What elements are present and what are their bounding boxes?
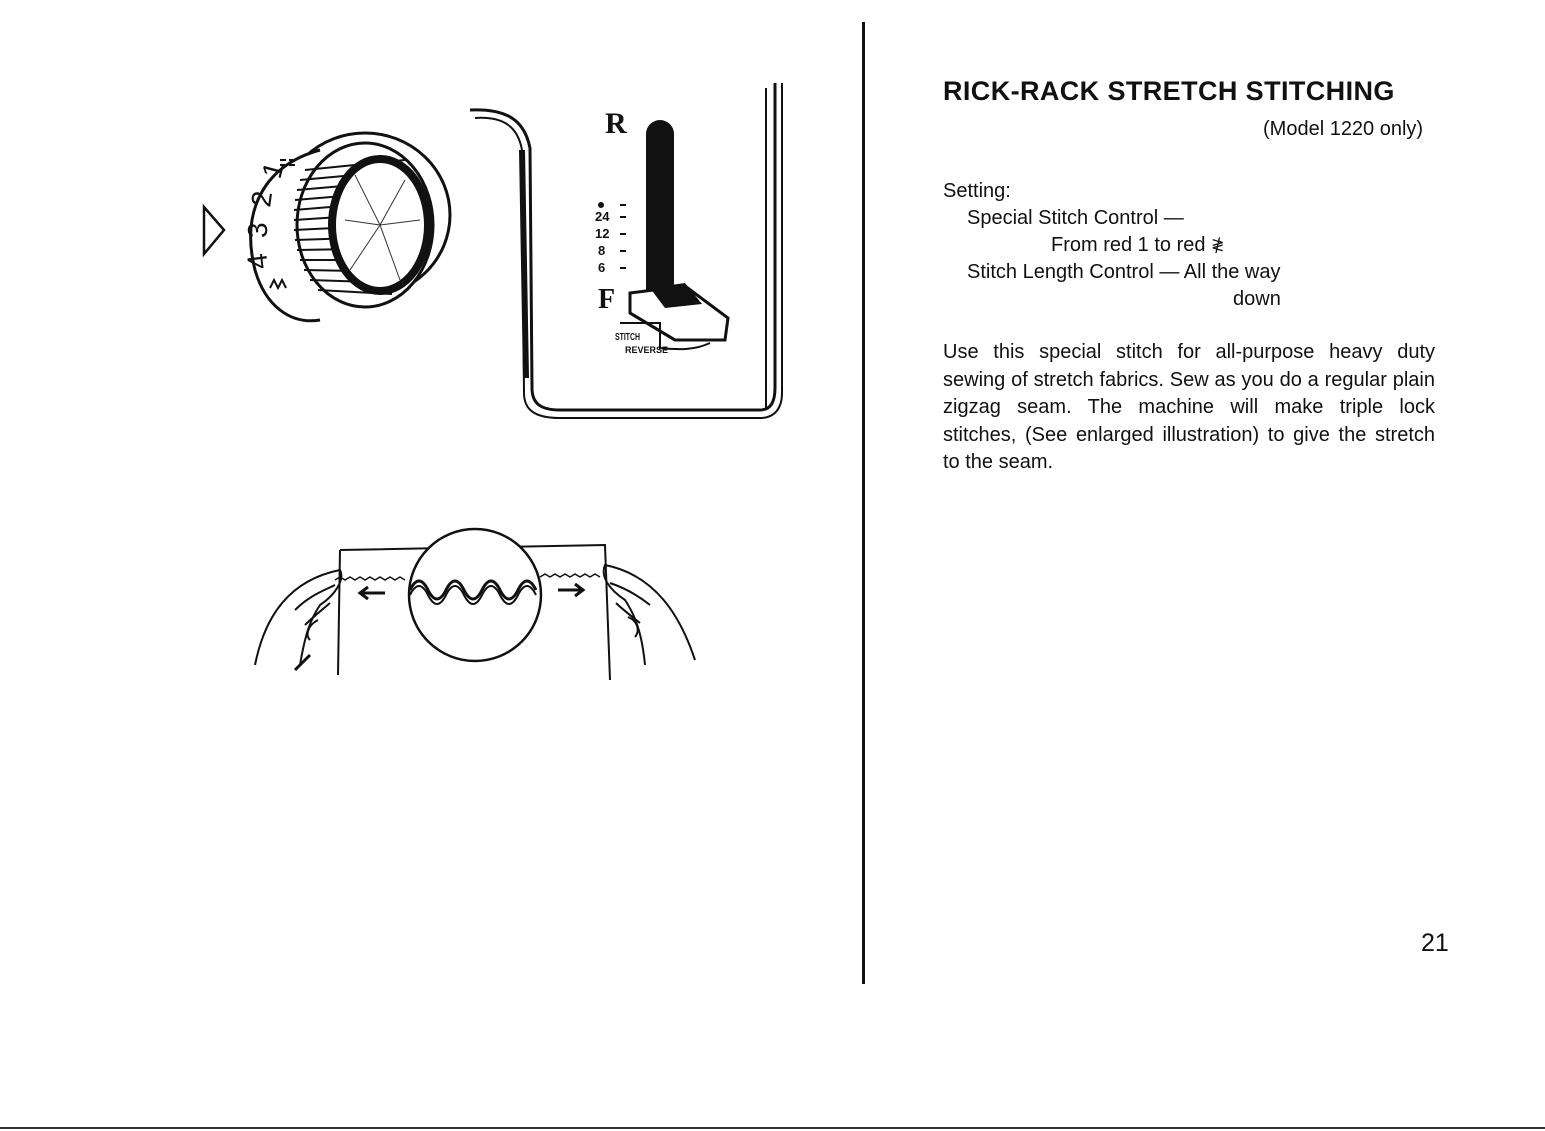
right-hand — [602, 563, 696, 666]
scale-24: 24 — [595, 209, 610, 224]
dial-number-2: 2 — [245, 189, 278, 209]
instruction-paragraph: Use this special stitch for all-purpose … — [943, 341, 1435, 473]
arrow-left-icon — [357, 585, 385, 601]
special-stitch-value-text: From red 1 to red — [1051, 234, 1212, 256]
button-reverse-label: REVERSE — [625, 345, 668, 355]
dial-pointer-icon — [202, 203, 226, 258]
stitch-length-control: Stitch Length Control — All the way — [967, 261, 1281, 283]
page-title: RICK-RACK STRETCH STITCHING — [943, 76, 1395, 106]
scale-6: 6 — [598, 260, 605, 275]
bottom-edge — [0, 1127, 1545, 1129]
dial-number-3: 3 — [242, 222, 273, 238]
lever-reverse-label: R — [605, 107, 627, 140]
scale-8: 8 — [598, 243, 605, 258]
model-note: (Model 1220 only) — [1263, 118, 1424, 140]
left-hand — [254, 568, 343, 666]
dial-number-1: 1 — [256, 158, 290, 181]
settings-label: Setting: — [943, 180, 1011, 202]
column-divider — [862, 22, 865, 984]
lever-illustration: R 24 12 8 6 F STITCH REVERSE — [469, 83, 783, 419]
button-stitch-label: STITCH — [615, 332, 640, 343]
page-number: 21 — [1421, 929, 1449, 957]
dial-number-4: 4 — [241, 252, 274, 271]
settings-block: Setting: Special Stitch Control — From r… — [943, 178, 1281, 313]
dial-illustration: 1 2 3 4 — [202, 131, 452, 323]
special-stitch-control: Special Stitch Control — — [967, 207, 1184, 229]
lever-forward-label: F — [598, 284, 615, 315]
stitch-length-control-cont: down — [1233, 288, 1281, 310]
scale-12: 12 — [595, 226, 609, 241]
fabric-stretch-illustration — [254, 527, 696, 681]
arrow-right-icon — [558, 582, 586, 598]
stitch-symbol-icon: ≹ — [1211, 237, 1225, 254]
special-stitch-value: From red 1 to red ≹ — [1051, 232, 1281, 259]
enlarged-stitch-circle — [407, 527, 543, 663]
